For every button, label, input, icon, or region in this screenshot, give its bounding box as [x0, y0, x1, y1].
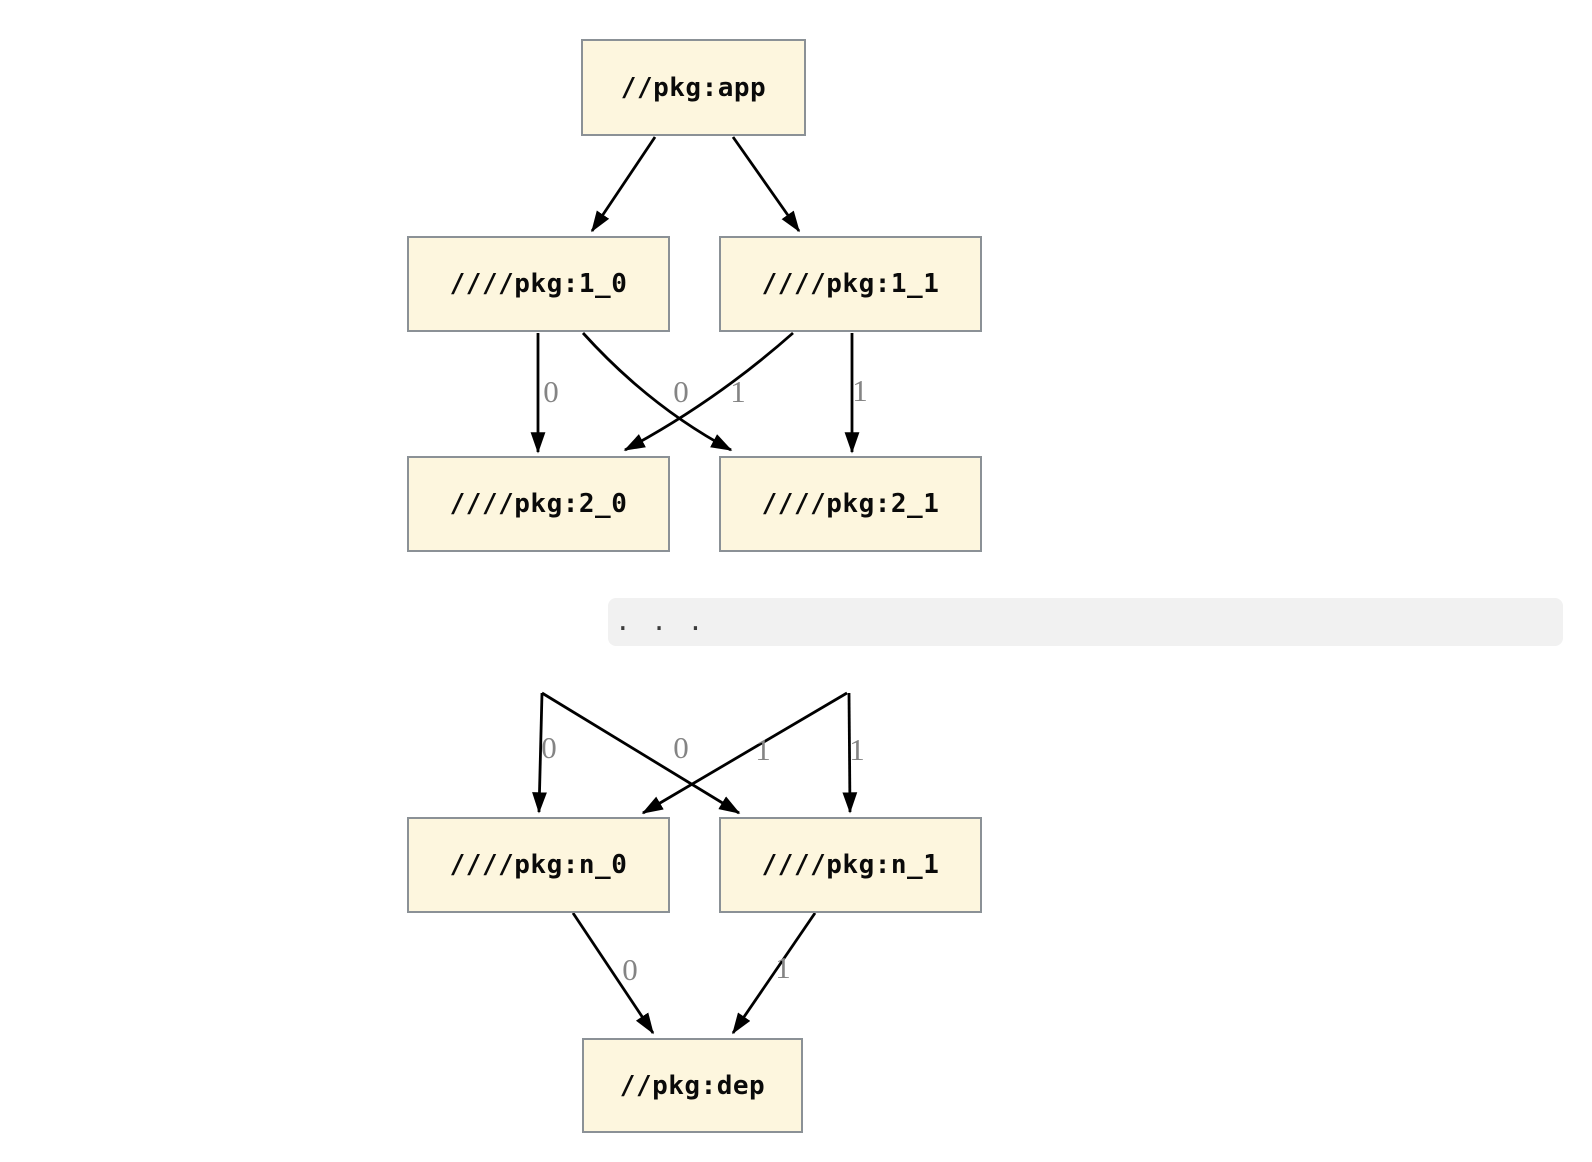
node-pkg-2_0: ////pkg:2_0	[407, 456, 670, 552]
edge-app-1_1	[731, 136, 801, 233]
edge-label-ellipsis-n_1-straight: 1	[849, 732, 865, 767]
edge-1_0-2_1	[581, 332, 733, 452]
edge-label-n_1-dep: 1	[775, 950, 791, 985]
edge-label-n_0-dep: 0	[622, 952, 638, 987]
edge-label-1_0-2_1: 1	[730, 374, 746, 409]
node-pkg-n_0: ////pkg:n_0	[407, 817, 670, 913]
edge-ellipsis-n_0-straight	[532, 692, 547, 814]
node-pkg-2_1: ////pkg:2_1	[719, 456, 982, 552]
node-pkg-n_1: ////pkg:n_1	[719, 817, 982, 913]
edge-label-ellipsis-n_0-straight: 0	[541, 730, 557, 765]
edge-app-1_0	[590, 136, 657, 233]
edge-label-1_0-2_0: 0	[543, 374, 559, 409]
node-app: //pkg:app	[581, 39, 806, 136]
edge-ellipsis-n_1-cross	[541, 691, 741, 815]
edge-label-ellipsis-n_0-cross: 0	[673, 730, 689, 765]
edge-n_0-dep	[571, 912, 655, 1035]
edge-label-1_1-2_1: 1	[852, 373, 868, 408]
node-pkg-1_0: ////pkg:1_0	[407, 236, 670, 332]
ellipsis-band: . . .	[608, 598, 1563, 646]
edge-label-1_1-2_0: 0	[673, 374, 689, 409]
edge-ellipsis-n_0-cross	[641, 691, 848, 815]
edge-1_1-2_0	[623, 331, 794, 452]
ellipsis-dots: . . .	[615, 607, 704, 637]
edge-ellipsis-n_1-straight	[842, 692, 858, 814]
edge-label-ellipsis-n_1-cross: 1	[755, 732, 771, 767]
node-dep: //pkg:dep	[582, 1038, 803, 1133]
edge-n_1-dep	[731, 912, 817, 1035]
node-pkg-1_1: ////pkg:1_1	[719, 236, 982, 332]
